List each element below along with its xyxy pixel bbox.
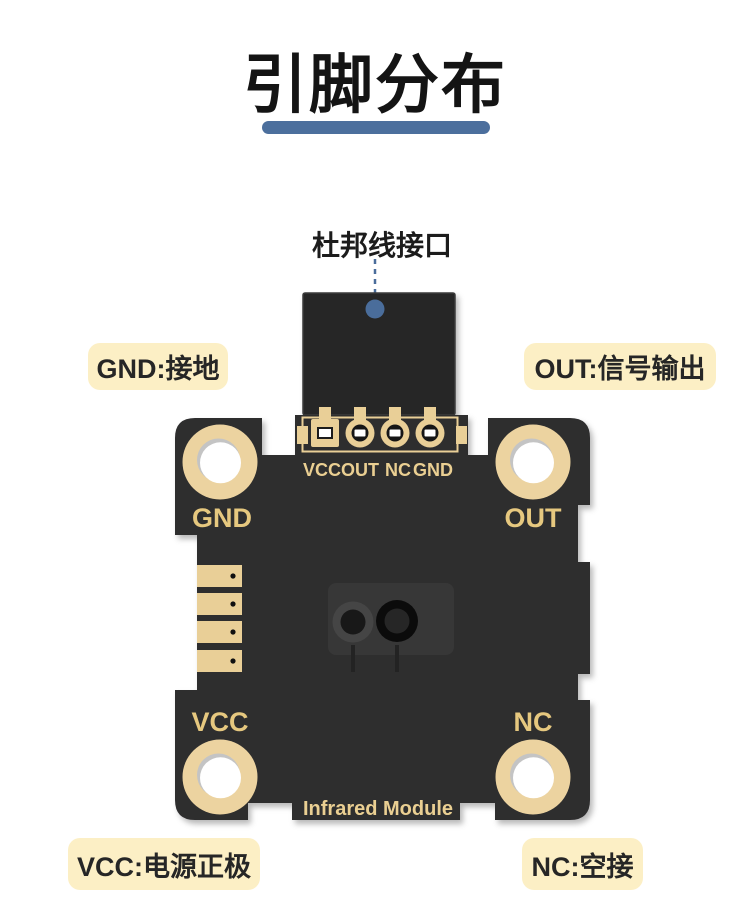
- edge-pad-left: [297, 426, 308, 444]
- side-pad: [197, 593, 242, 615]
- pin-pad-out: [345, 418, 375, 448]
- hole-bore: [200, 757, 241, 799]
- silk-vcc: VCC: [191, 707, 248, 737]
- pin-pad-vcc: [311, 419, 339, 447]
- page-title: 引脚分布: [243, 49, 507, 121]
- ir-emitter-core: [340, 609, 366, 635]
- hole-bore: [513, 757, 554, 799]
- pin-pad-nc: [380, 418, 410, 448]
- module-name-text: Infrared Module: [303, 798, 453, 820]
- side-pad-hole: [230, 658, 236, 664]
- silk-out: OUT: [505, 503, 563, 533]
- ir-sensor-leg: [351, 645, 355, 672]
- edge-pad-right: [456, 426, 467, 444]
- callout-nc: NC:空接: [522, 838, 643, 890]
- silk-nc: NC: [514, 707, 553, 737]
- pad-hole: [354, 429, 366, 437]
- silk-gnd: GND: [192, 503, 252, 533]
- pin-label-gnd: GND: [413, 460, 453, 480]
- side-pad: [197, 565, 242, 587]
- ir-receiver-core: [384, 608, 410, 634]
- side-pad-hole: [230, 573, 236, 579]
- pad-hole: [319, 429, 331, 437]
- pin-label-out: OUT: [341, 460, 379, 480]
- pad-hole: [424, 429, 436, 437]
- pad-hole: [389, 429, 401, 437]
- left-edge-pads: [197, 565, 242, 672]
- pin-pad-gnd: [415, 418, 445, 448]
- callout-gnd: GND:接地: [88, 343, 228, 390]
- callout-out: OUT:信号输出: [524, 343, 716, 390]
- connector-callout-label: 杜邦线接口: [311, 230, 452, 261]
- pin-label-vcc: VCC: [303, 460, 341, 480]
- ir-sensor-leg: [395, 645, 399, 672]
- side-pad-hole: [230, 629, 236, 635]
- mounting-hole-gnd: [182, 424, 258, 500]
- pin-label-nc: NC: [385, 460, 411, 480]
- ir-sensor: [328, 583, 454, 672]
- mounting-hole-out: [495, 424, 571, 500]
- callout-vcc: VCC:电源正极: [68, 838, 260, 890]
- side-pad-hole: [230, 601, 236, 607]
- side-pad: [197, 621, 242, 643]
- hole-bore: [513, 442, 554, 484]
- mounting-hole-vcc: [182, 739, 258, 815]
- title-underline-bar: [262, 121, 490, 134]
- leader-dot: [365, 299, 385, 319]
- side-pad: [197, 650, 242, 672]
- hole-bore: [200, 442, 241, 484]
- mounting-hole-nc: [495, 739, 571, 815]
